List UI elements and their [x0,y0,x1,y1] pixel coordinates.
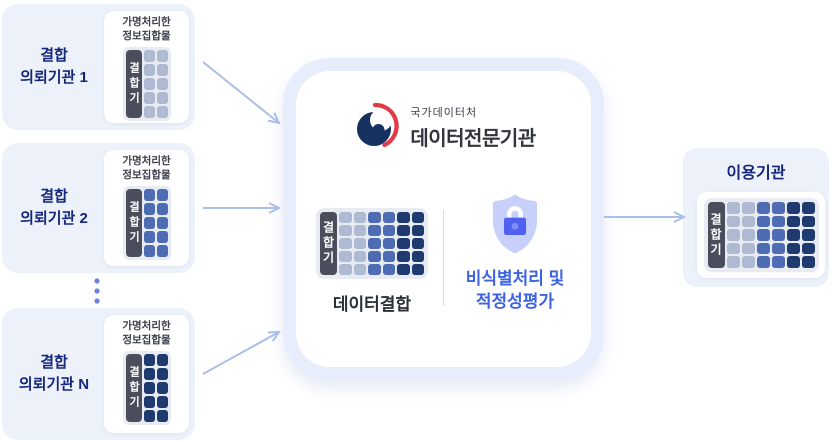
requester-1-title: 결합 의뢰기관 1 [2,4,106,130]
requester-n-data-grid: 결합기 [122,351,171,426]
user-org-title: 이용기관 [726,165,786,182]
requester-n-dataset-panel: 가명처리한 정보집합물 결합기 [104,315,189,433]
requester-n-title-line2: 의뢰기관 N [18,376,90,393]
korea-government-emblem-icon [357,102,399,148]
user-org-data-grid: 결합기 [703,198,819,272]
data-cells [143,189,168,258]
requester-1-dataset-panel: 가명처리한 정보집합물 결합기 [104,11,189,123]
requester-2-title: 결합 의뢰기관 2 [2,143,106,273]
requester-2-title-line2: 의뢰기관 2 [20,210,88,227]
requester-card-1: 결합 의뢰기관 1 가명처리한 정보집합물 결합기 [2,4,195,130]
data-join-label: 데이터결합 [332,295,412,314]
shield-lock-icon [492,194,538,254]
privacy-section: 비식별처리 및 적정성평가 [444,192,586,314]
privacy-label: 비식별처리 및 적정성평가 [465,269,565,311]
user-org-data-panel: 결합기 [697,192,825,278]
government-logo: 국가데이터처 데이터전문기관 [296,102,591,152]
requester-n-dataset-label: 가명처리한 정보집합물 [122,320,171,346]
requester-1-title-line2: 의뢰기관 1 [20,69,88,86]
requester-card-n: 결합 의뢰기관 N 가명처리한 정보집합물 결합기 [2,308,195,440]
requester-2-dataset-panel: 가명처리한 정보집합물 결합기 [104,150,189,266]
institution-name: 데이터전문기관 [410,127,536,150]
requester-2-data-grid: 결합기 [122,186,171,261]
arrow-requesterN-to-center [202,330,281,375]
ministry-name: 국가데이터처 [410,106,478,119]
combiner-key-column: 결합기 [125,189,142,258]
requester-1-data-grid: 결합기 [122,47,171,122]
data-join-section: 결합기 데이터결합 [301,192,443,315]
requester-card-2: 결합 의뢰기관 2 가명처리한 정보집합물 결합기 [2,143,195,273]
data-cells [143,50,168,119]
logo-text: 국가데이터처 데이터전문기관 [410,104,536,151]
combiner-key-column: 결합기 [707,202,725,268]
data-cells [143,354,168,423]
combiner-key-column: 결합기 [125,354,142,423]
combiner-key-column: 결합기 [125,50,142,119]
vertical-ellipsis-icon [94,278,100,304]
user-org-card: 이용기관 결합기 [683,148,829,287]
data-cells [339,212,424,275]
expert-institution-frame: 국가데이터처 데이터전문기관 결합기 데이터결합 [283,58,604,380]
requester-2-dataset-label: 가명처리한 정보집합물 [122,155,171,181]
requester-n-title: 결합 의뢰기관 N [2,308,106,440]
combiner-key-column: 결합기 [320,212,337,275]
arrow-requester1-to-center [202,61,281,125]
expert-institution-box: 국가데이터처 데이터전문기관 결합기 데이터결합 [296,71,591,367]
section-divider [443,210,444,306]
data-cells [726,202,815,268]
requester-1-dataset-label: 가명처리한 정보집합물 [122,16,171,42]
requester-1-title-line1: 결합 [40,47,68,65]
combined-data-grid: 결합기 [316,208,428,279]
requester-n-title-line1: 결합 [40,354,68,372]
requester-2-title-line1: 결합 [40,188,68,206]
